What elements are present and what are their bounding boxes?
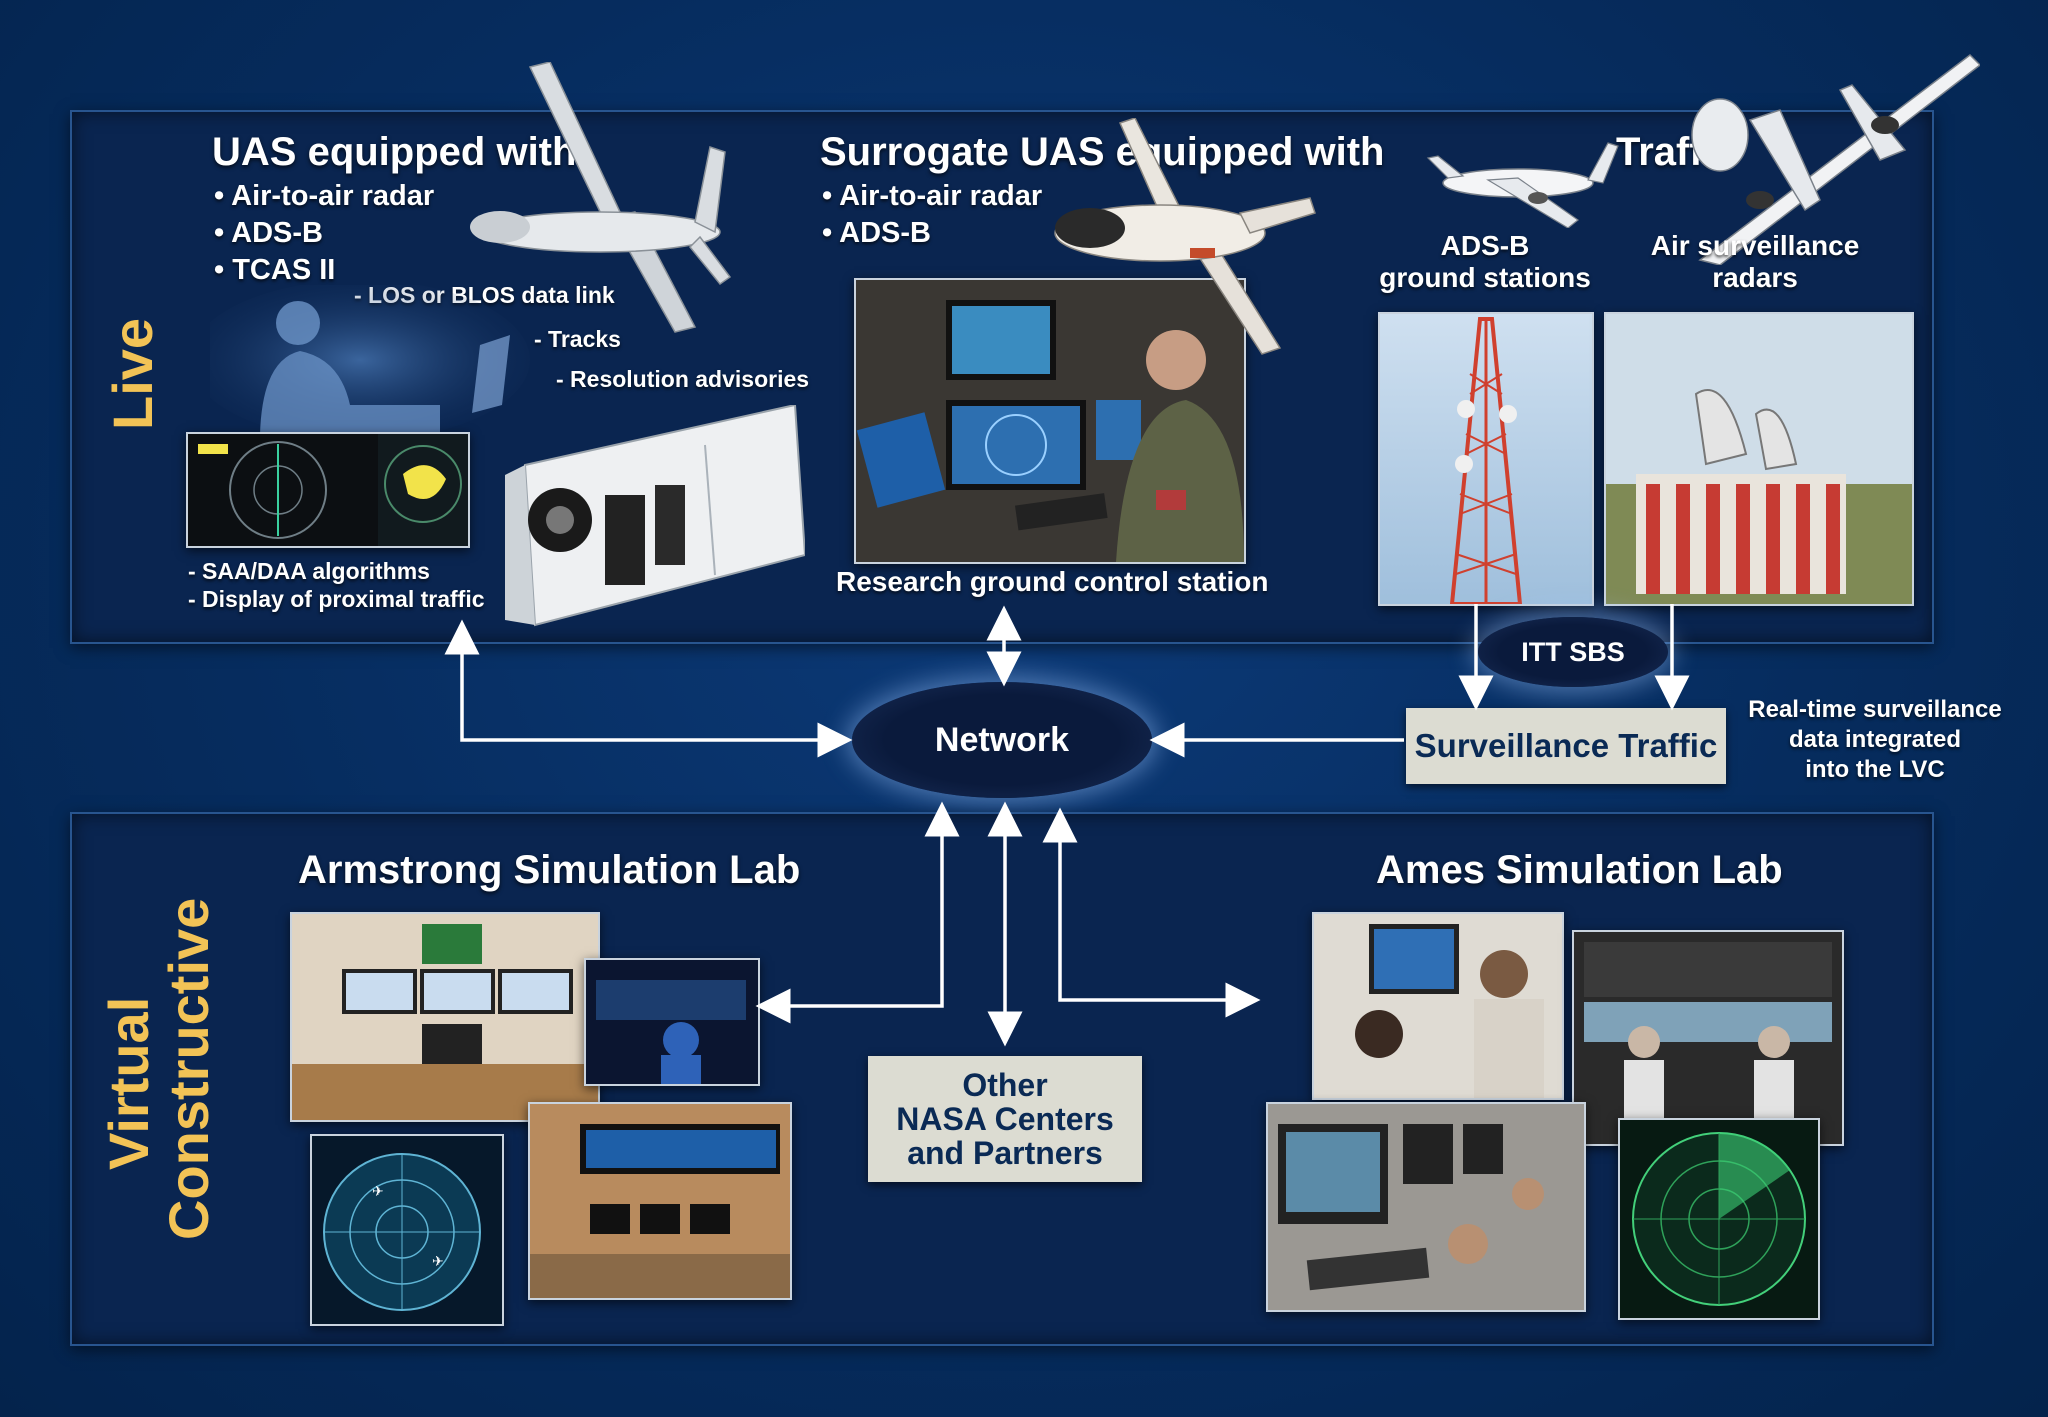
uas-item: ADS-B	[214, 215, 434, 252]
radar-line2: radars	[1712, 262, 1798, 293]
note-line1: Real-time surveillance	[1748, 696, 2002, 723]
other-line2: NASA Centers	[896, 1101, 1114, 1137]
ames-lab-photo-1	[1312, 912, 1564, 1100]
ames-title: Ames Simulation Lab	[1376, 848, 1783, 892]
arrow-network-ames	[1042, 807, 1261, 1018]
note-line3: into the LVC	[1805, 756, 1945, 783]
air-surveillance-radar-photo	[1604, 312, 1914, 606]
uas-title: UAS equipped with	[212, 130, 577, 174]
uas-capabilities: Air-to-air radar ADS-B TCAS II	[214, 178, 434, 289]
surrogate-item: Air-to-air radar	[822, 178, 1042, 215]
surveillance-traffic-label: Surveillance Traffic	[1414, 727, 1718, 764]
armstrong-radar-display: ✈ ✈	[310, 1134, 504, 1326]
uas-drone-image	[470, 62, 732, 333]
network-label: Network	[934, 720, 1070, 759]
armstrong-lab-photo-1	[290, 912, 600, 1122]
uas-item: Air-to-air radar	[214, 178, 434, 215]
other-line3: and Partners	[907, 1135, 1103, 1171]
note-line2: data integrated	[1788, 726, 1962, 753]
ground-control-trailer-image	[505, 405, 805, 627]
svg-text:✈: ✈	[432, 1253, 444, 1269]
other-nasa-centers-box: Other NASA Centers and Partners	[868, 1056, 1142, 1182]
arrow-uas-network	[444, 619, 853, 758]
radar-line1: Air surveillance	[1650, 230, 1860, 261]
uas-item: TCAS II	[214, 252, 434, 289]
adsb-line2: ground stations	[1379, 262, 1591, 293]
airliner-large-image	[1691, 54, 1980, 265]
display-note: - Display of proximal traffic	[188, 586, 485, 612]
adsb-label: ADS-B ground stations	[1375, 230, 1595, 294]
arrow-network-armstrong	[755, 801, 960, 1024]
ames-radar-display	[1618, 1118, 1820, 1320]
armstrong-lab-photo-2	[584, 958, 760, 1086]
armstrong-title: Armstrong Simulation Lab	[298, 848, 801, 892]
other-line1: Other	[962, 1067, 1048, 1103]
armstrong-lab-photo-3	[528, 1102, 792, 1300]
ames-cockpit-photo	[1572, 930, 1844, 1146]
surveillance-traffic-box: Surveillance Traffic	[1406, 708, 1726, 784]
airliner-small-image	[1426, 142, 1619, 228]
saa-note: - SAA/DAA algorithms	[188, 558, 430, 584]
adsb-line1: ADS-B	[1440, 230, 1530, 261]
svg-text:✈: ✈	[372, 1183, 384, 1199]
ames-lab-photo-2	[1266, 1102, 1586, 1312]
itt-sbs-label: ITT SBS	[1521, 636, 1625, 667]
surrogate-item: ADS-B	[822, 215, 1042, 252]
advisories-label: - Resolution advisories	[556, 366, 810, 392]
surrogate-title: Surrogate UAS equipped with	[820, 130, 1385, 174]
gcs-caption: Research ground control station	[836, 566, 1269, 597]
itt-sbs-node: ITT SBS	[1478, 617, 1668, 687]
surrogate-capabilities: Air-to-air radar ADS-B	[822, 178, 1042, 252]
tracks-label: - Tracks	[534, 326, 621, 352]
pilot-silhouette-image	[210, 285, 530, 435]
surrogate-aircraft-image	[1054, 118, 1316, 355]
surveillance-note: Real-time surveillance data integrated i…	[1730, 695, 2020, 785]
network-node: Network	[852, 682, 1152, 798]
radar-label: Air surveillance radars	[1600, 230, 1910, 294]
adsb-tower-photo	[1378, 312, 1594, 606]
ground-control-station-photo	[854, 278, 1246, 564]
saa-display-image	[186, 432, 470, 548]
